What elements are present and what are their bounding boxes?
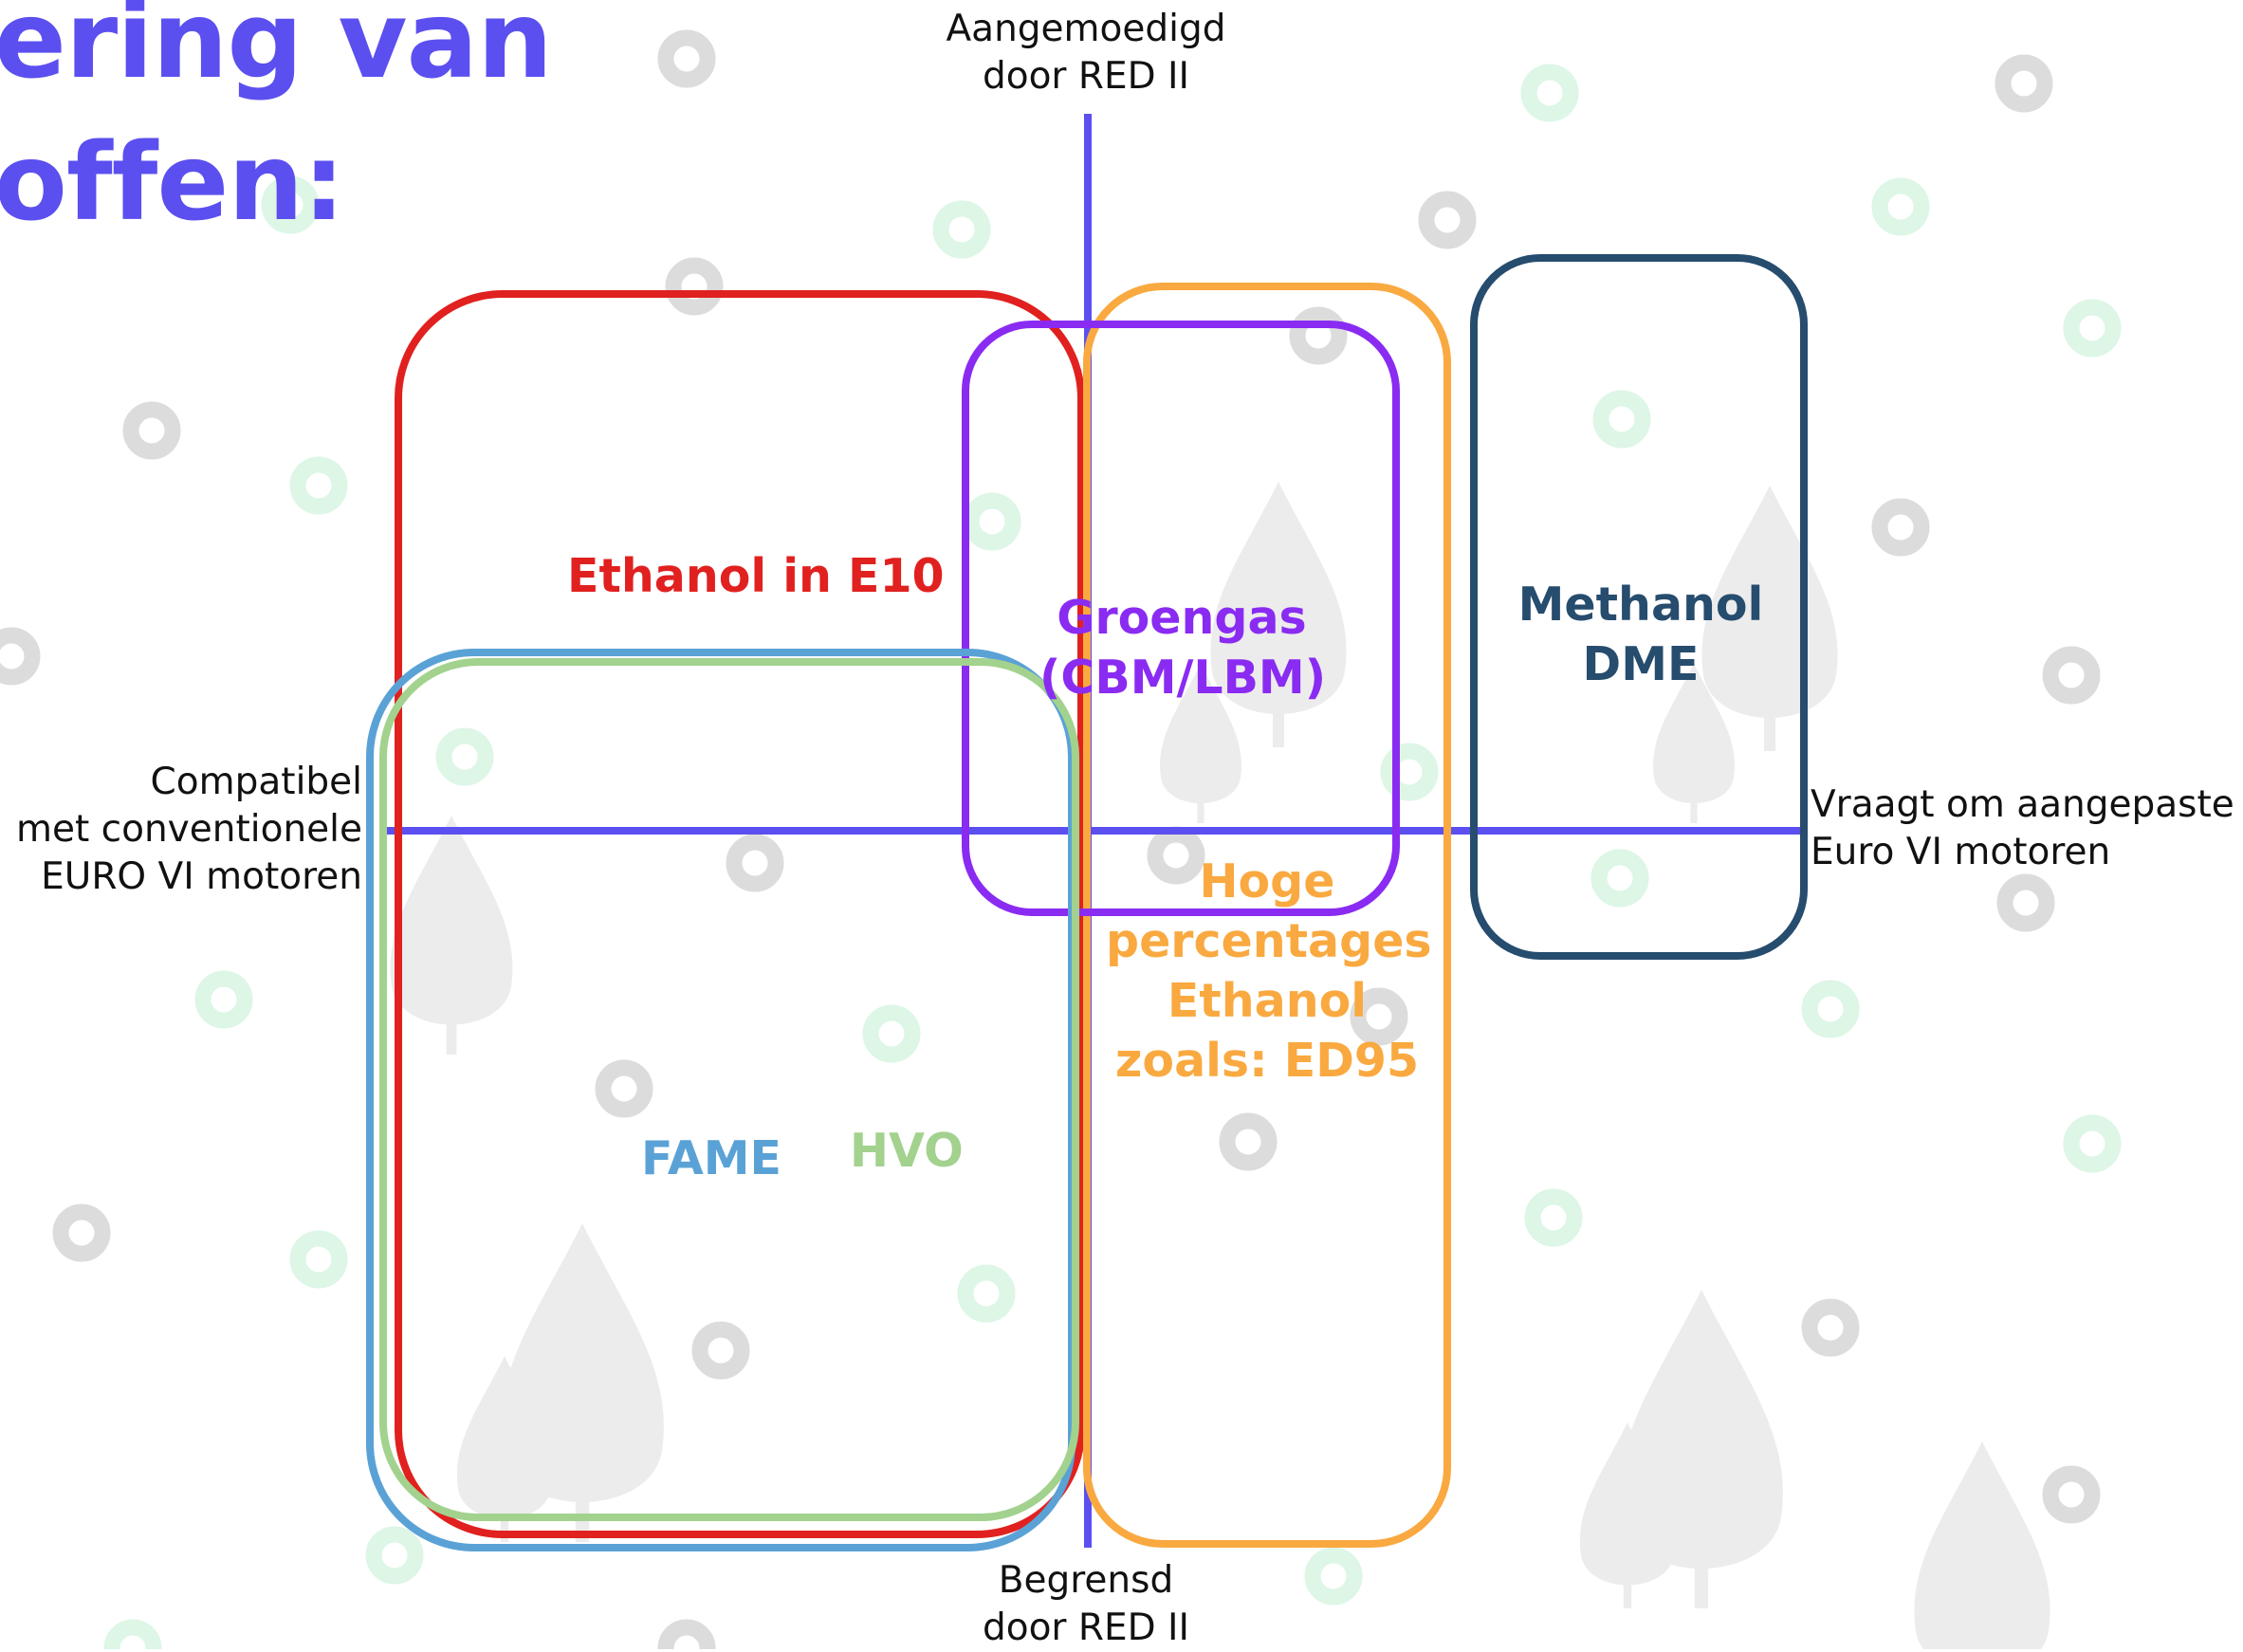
background-ring-icons [0, 29, 2122, 1649]
hoge-ethanol-label: Hoge percentages Ethanol zoals: ED95 [1106, 852, 1432, 1091]
page-title-line-1: ering van [0, 0, 553, 102]
ring-icon [726, 834, 784, 892]
axis-label-top: Aangemoedigd door RED II [929, 6, 1242, 101]
ring-icon [1801, 980, 1860, 1038]
hoge-ethanol-label-line-2: percentages [1106, 914, 1432, 968]
axis-label-left: Compatibel met conventionele EURO VI mot… [9, 759, 362, 901]
tree-icon [390, 816, 513, 1055]
ring-icon [963, 492, 1021, 551]
ring-icon [932, 200, 991, 259]
ring-icon [2063, 299, 2122, 358]
ring-icon [194, 970, 253, 1029]
ring-icon [289, 1230, 348, 1289]
ring-icon [365, 1526, 424, 1585]
tree-icon [1914, 1441, 2050, 1649]
ring-icon [657, 1619, 716, 1649]
ring-icon [435, 727, 494, 786]
ring-icon [957, 1264, 1016, 1323]
ring-icon [665, 257, 724, 316]
hoge-ethanol-label-line-3: Ethanol [1167, 974, 1368, 1028]
ring-icon [122, 401, 181, 460]
groengas-label-line-1: Groengas [1057, 591, 1307, 645]
ring-icon [1380, 743, 1439, 801]
ring-icon [2063, 1114, 2122, 1173]
ring-icon [52, 1203, 111, 1262]
ring-icon [862, 1004, 921, 1063]
ethanol-e10-box [395, 290, 1085, 1538]
ring-icon [1590, 849, 1649, 908]
ring-icon [0, 627, 41, 686]
methanol-dme-label-line-1: Methanol [1517, 578, 1764, 632]
axis-label-top-line-2: door RED II [982, 55, 1190, 98]
fame-label: FAME [641, 1131, 782, 1185]
ring-icon [2042, 646, 2101, 705]
axis-label-right-line-1: Vraagt om aangepaste [1811, 783, 2234, 826]
groengas-label-line-2: (CBM/LBM) [1039, 651, 1327, 705]
methanol-dme-box [1470, 254, 1808, 960]
methanol-dme-label-line-2: DME [1582, 637, 1700, 691]
ring-icon [103, 1619, 162, 1649]
ring-icon [1995, 54, 2053, 113]
ring-icon [1350, 987, 1408, 1046]
ring-icon [1520, 64, 1579, 122]
ring-icon [1524, 1188, 1583, 1247]
axis-label-left-line-2: met conventionele [15, 808, 362, 851]
hoge-ethanol-label-line-4: zoals: ED95 [1114, 1034, 1420, 1088]
groengas-label: Groengas (CBM/LBM) [1039, 588, 1327, 707]
ring-icon [691, 1321, 750, 1380]
ring-icon [289, 456, 348, 515]
tree-icon [1160, 664, 1241, 823]
hvo-label: HVO [850, 1124, 964, 1178]
tree-icon [1579, 1423, 1676, 1608]
methanol-dme-label: Methanol DME [1498, 575, 1783, 694]
axis-label-left-line-3: EURO VI motoren [41, 855, 362, 898]
axis-label-bottom: Begrensd door RED II [929, 1557, 1242, 1652]
page-title-line-2: offen: [0, 121, 345, 245]
ethanol-e10-label: Ethanol in E10 [567, 549, 945, 603]
ring-icon [261, 175, 320, 234]
ring-icon [1871, 177, 1930, 236]
tree-icon [1210, 482, 1347, 747]
axis-label-bottom-line-2: door RED II [982, 1606, 1190, 1649]
axis-label-left-line-1: Compatibel [150, 761, 362, 803]
axis-label-right-line-2: Euro VI motoren [1811, 831, 2111, 873]
ring-icon [1418, 191, 1477, 249]
ring-icon [657, 29, 716, 88]
axis-label-right: Vraagt om aangepaste Euro VI motoren [1811, 781, 2234, 876]
ring-icon [1289, 306, 1348, 365]
hoge-ethanol-label-line-1: Hoge [1199, 854, 1335, 909]
background-tree-icons [390, 482, 2050, 1649]
tree-icon [1653, 664, 1735, 823]
ring-icon [1592, 390, 1651, 449]
ring-icon [595, 1059, 653, 1118]
axis-label-bottom-line-1: Begrensd [998, 1559, 1174, 1602]
ring-icon [1996, 873, 2055, 932]
ring-icon [2042, 1465, 2101, 1524]
axis-label-top-line-1: Aangemoedigd [946, 8, 1226, 50]
ring-icon [1304, 1547, 1363, 1606]
ring-icon [1219, 1112, 1278, 1171]
ring-icon [1801, 1298, 1860, 1357]
ring-icon [1871, 498, 1930, 557]
hvo-box [379, 658, 1079, 1521]
groengas-box [962, 321, 1400, 916]
